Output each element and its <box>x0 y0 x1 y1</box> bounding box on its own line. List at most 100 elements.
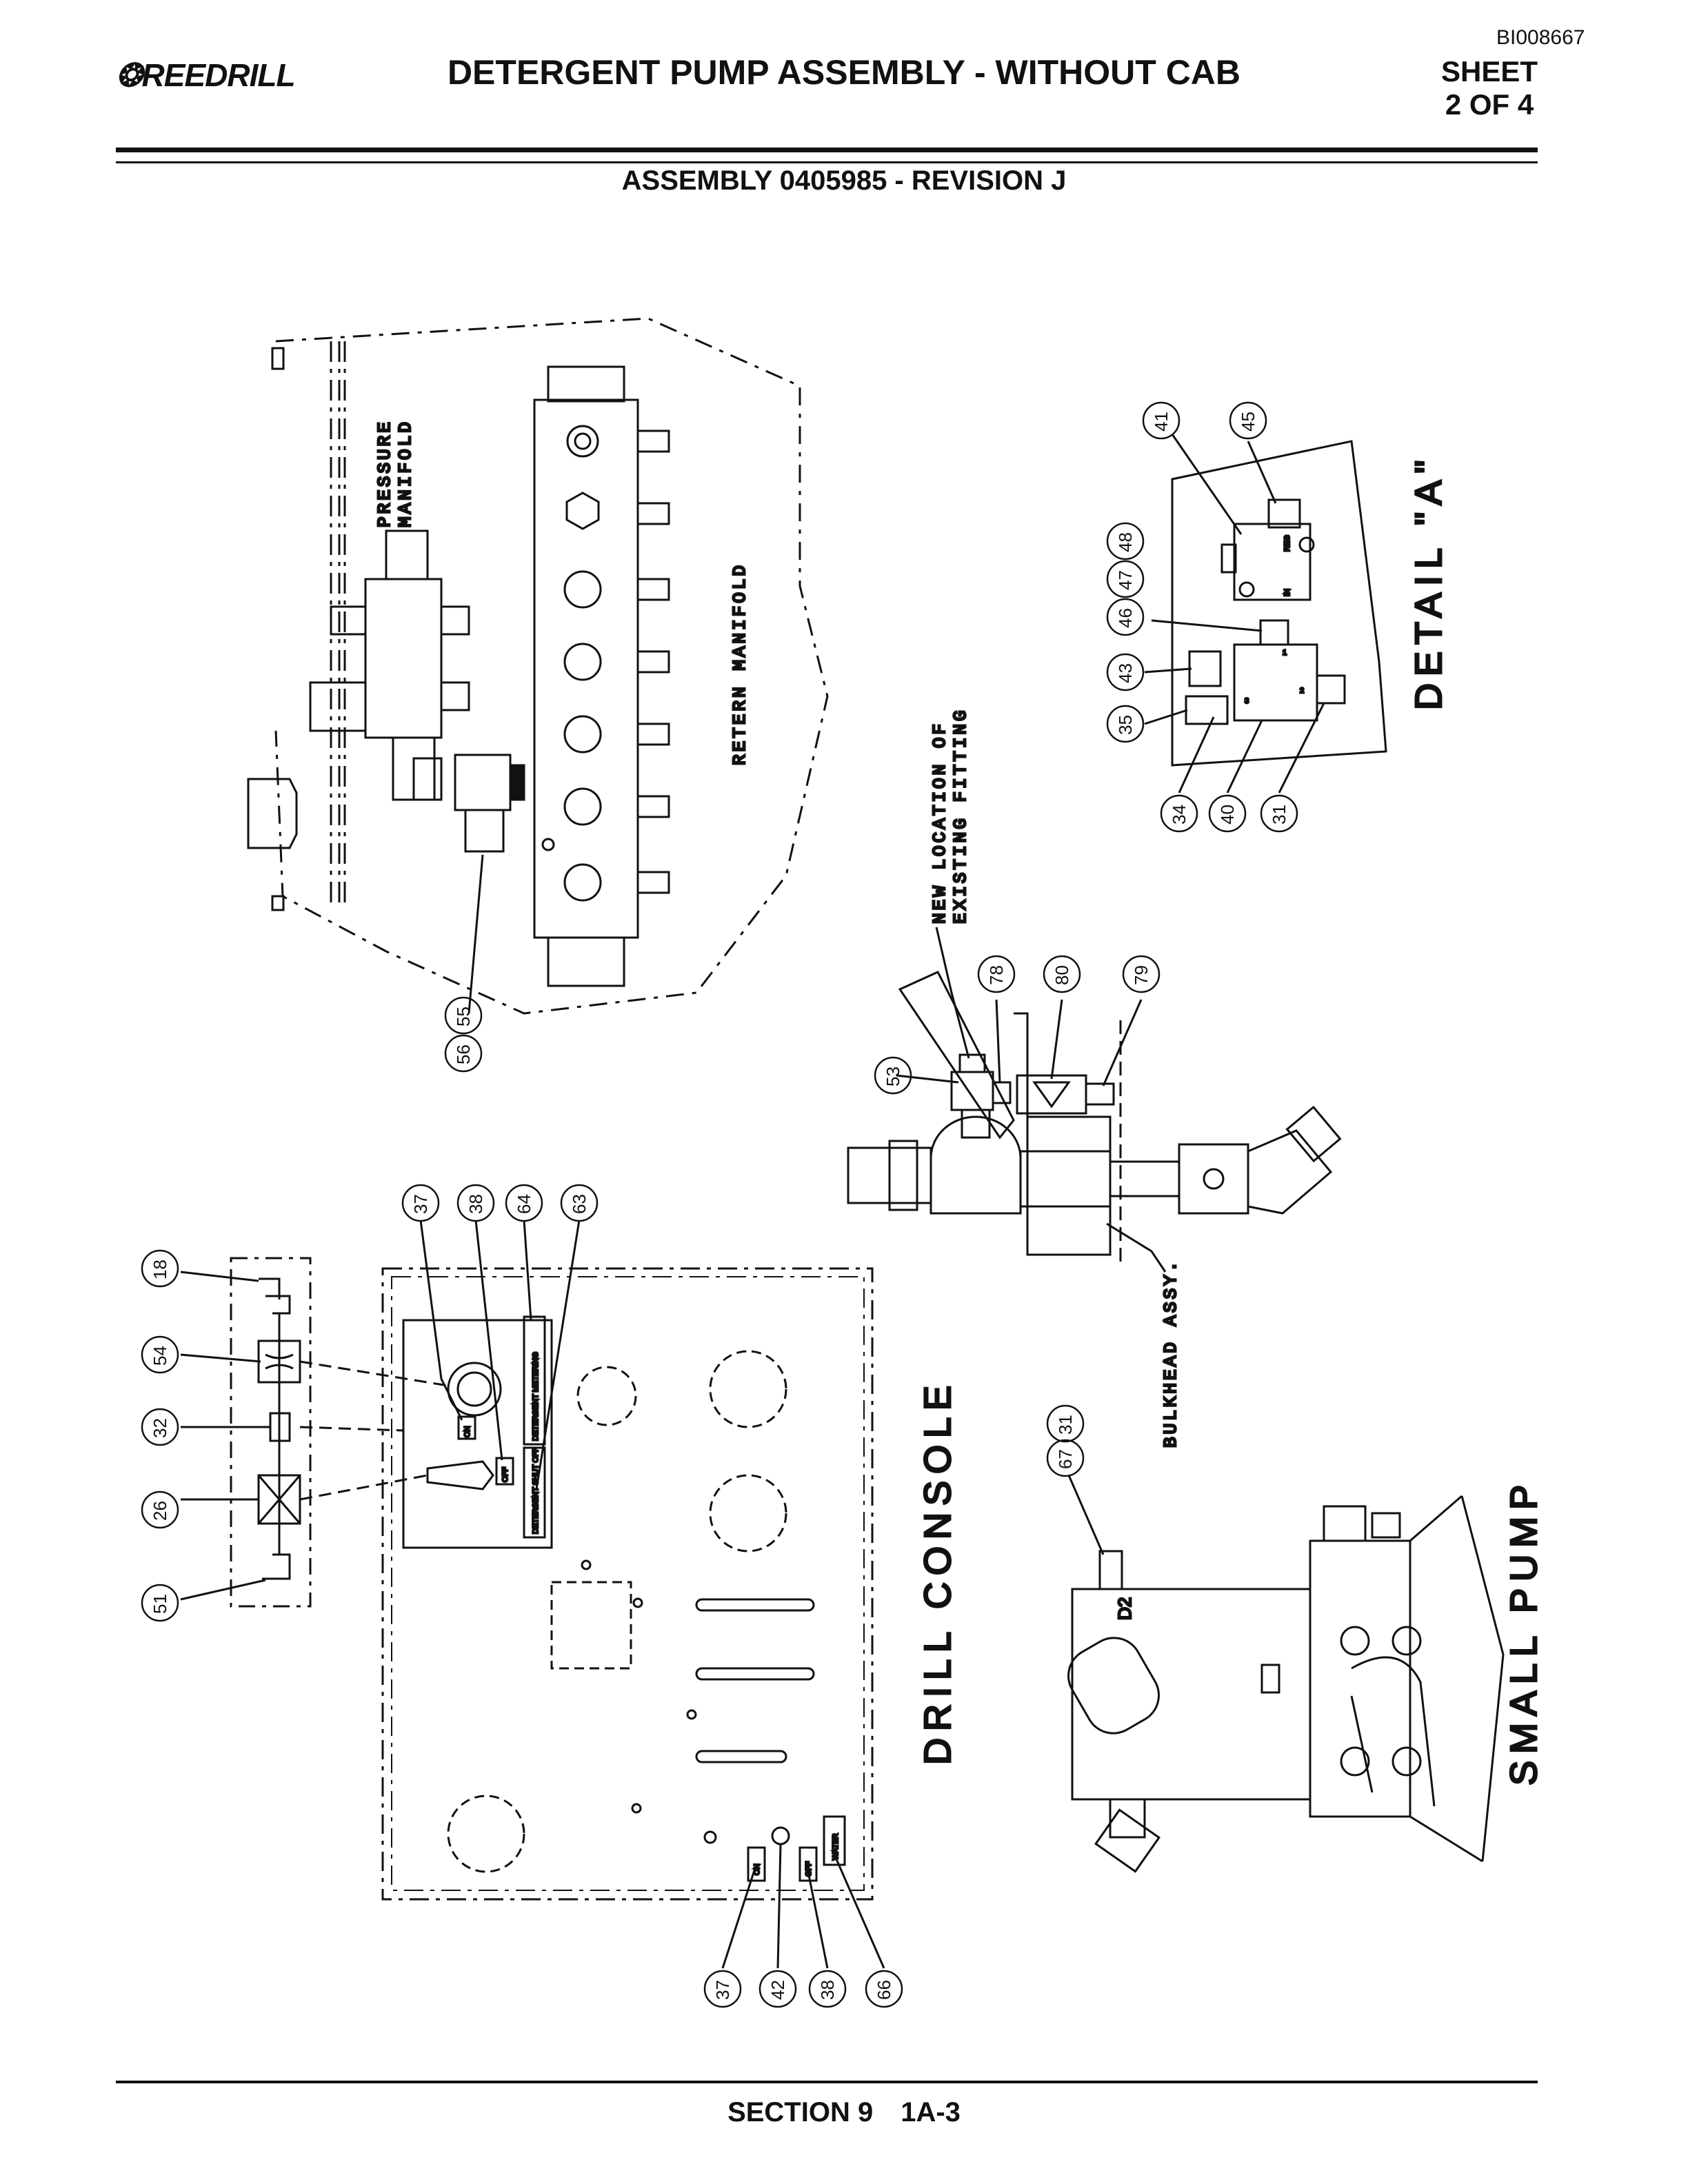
callout-18-text: 18 <box>150 1260 170 1280</box>
callout-53-text: 53 <box>883 1066 903 1086</box>
callout-54 <box>141 1335 179 1374</box>
console-outline <box>381 1267 874 1901</box>
leader-38a <box>474 1220 503 1461</box>
callout-31a <box>1260 794 1298 833</box>
callout-35-text: 35 <box>1115 715 1136 735</box>
fitting-79 <box>1085 1082 1115 1106</box>
regulator-port-out <box>1298 536 1315 553</box>
leader-42 <box>776 1843 782 1969</box>
manifold-outlet-3 <box>636 578 670 601</box>
callout-55 <box>444 996 483 1035</box>
callout-48 <box>1106 522 1145 560</box>
pipe-nut-left <box>888 1140 918 1211</box>
bulkhead-view <box>847 927 1342 1273</box>
pump-solenoid <box>1067 1637 1160 1735</box>
callout-38a <box>456 1184 495 1222</box>
tee-fitting <box>950 1071 994 1111</box>
schematic-elbow-top <box>259 1277 291 1315</box>
on-tag-upper <box>457 1415 476 1440</box>
pump-fitting-top <box>1323 1505 1367 1542</box>
mount-bracket <box>271 347 285 370</box>
leader-78 <box>995 999 1001 1083</box>
detergent-shutoff-tag <box>523 1446 546 1539</box>
leader-54 <box>180 1353 261 1363</box>
pump-bolt-2 <box>1391 1626 1422 1656</box>
callout-45 <box>1229 401 1267 440</box>
pressure-manifold-port-b <box>440 605 470 636</box>
regulator-port-in <box>1238 581 1255 598</box>
regulator-side-port <box>1220 543 1237 574</box>
valve-fitting-upper <box>1188 650 1222 687</box>
callout-26 <box>141 1490 179 1529</box>
page-title: DETERGENT PUMP ASSEMBLY - WITHOUT CAB <box>447 53 1241 92</box>
detergent-metering-tag <box>523 1315 546 1446</box>
water-tag-text: WATER <box>832 1833 840 1860</box>
pump-drain-elbow <box>1094 1808 1160 1873</box>
pressure-manifold-label-1: PRESSURE <box>374 419 395 527</box>
manifold-outlet-1 <box>636 429 670 453</box>
leader-31a <box>1278 702 1325 793</box>
callout-66 <box>865 1970 903 2008</box>
detergent-shutoff-text: DETERGENT SHUT OFF <box>532 1447 540 1534</box>
callout-31b-text: 31 <box>1055 1415 1076 1435</box>
drill-console-view <box>180 1220 885 1969</box>
return-manifold-cap-bottom <box>547 936 625 987</box>
regulator-solenoid <box>1267 498 1301 529</box>
shutoff-lever <box>426 1460 494 1490</box>
sheet-number: 2 OF 4 <box>1445 88 1534 121</box>
header-rule-thin <box>116 161 1538 163</box>
leader-40 <box>1226 720 1263 793</box>
leader-41 <box>1171 434 1243 535</box>
callout-78 <box>977 955 1016 993</box>
console-screw-4 <box>631 1803 642 1814</box>
link-shutoff <box>299 1474 428 1501</box>
pump-bolt-4 <box>1391 1746 1422 1777</box>
callout-64 <box>505 1184 543 1222</box>
callout-56 <box>444 1034 483 1073</box>
port-2-label: 2 <box>1300 687 1304 695</box>
callout-51-text: 51 <box>150 1594 170 1614</box>
pump-mount-outline <box>1409 1495 1505 1863</box>
leader-45 <box>1247 441 1277 504</box>
manifold-valve-5 <box>563 863 602 902</box>
callout-56-text: 56 <box>453 1044 474 1064</box>
valve-fitting-right <box>1316 674 1346 705</box>
brand-logo: ❂REEDRILL <box>116 57 296 94</box>
callout-37b <box>703 1970 742 2008</box>
callout-67-text: 67 <box>1055 1449 1076 1469</box>
metering-knob-inner <box>456 1371 492 1407</box>
callout-55-text: 55 <box>453 1007 474 1027</box>
leader-46 <box>1151 619 1263 632</box>
callout-53 <box>874 1056 912 1095</box>
gauge-hole-4 <box>447 1794 525 1873</box>
schematic-elbow-bottom <box>262 1553 291 1580</box>
small-pump-view <box>1067 1475 1505 1873</box>
callout-34 <box>1160 794 1198 833</box>
callout-32-text: 32 <box>150 1418 170 1438</box>
callout-67 <box>1046 1439 1085 1477</box>
ball-valve-handle <box>1203 1168 1225 1190</box>
leader-66 <box>833 1854 885 1969</box>
port-3-label: 3 <box>1245 697 1249 705</box>
pump-bolt-3 <box>1340 1746 1370 1777</box>
leader-bulkhead <box>1106 1222 1167 1273</box>
tee-fitting-top <box>958 1053 986 1073</box>
manifold-port-1-inner <box>574 432 592 450</box>
mount-bracket-bottom <box>271 895 285 911</box>
tank-hemisphere <box>930 1115 1022 1215</box>
manifold-outlet-5 <box>636 722 670 746</box>
detergent-metering-text: DETERGENT METERING <box>532 1352 540 1441</box>
slot-3 <box>695 1750 787 1763</box>
elbow-end <box>1285 1105 1342 1163</box>
elbow-fitting-lower <box>464 809 505 853</box>
pump-port-d2 <box>1098 1550 1123 1590</box>
pump-motor-body <box>1071 1588 1312 1801</box>
d2-label: D2 <box>1114 1597 1135 1620</box>
left-fitting <box>247 778 298 849</box>
leader-37b <box>721 1868 756 1969</box>
callout-numbers: 41 45 48 47 46 43 35 34 40 31 55 56 78 8… <box>150 412 1289 2000</box>
callout-42 <box>758 1970 797 2008</box>
water-tag <box>823 1815 846 1866</box>
on-tag-lower-text: ON <box>753 1863 761 1875</box>
